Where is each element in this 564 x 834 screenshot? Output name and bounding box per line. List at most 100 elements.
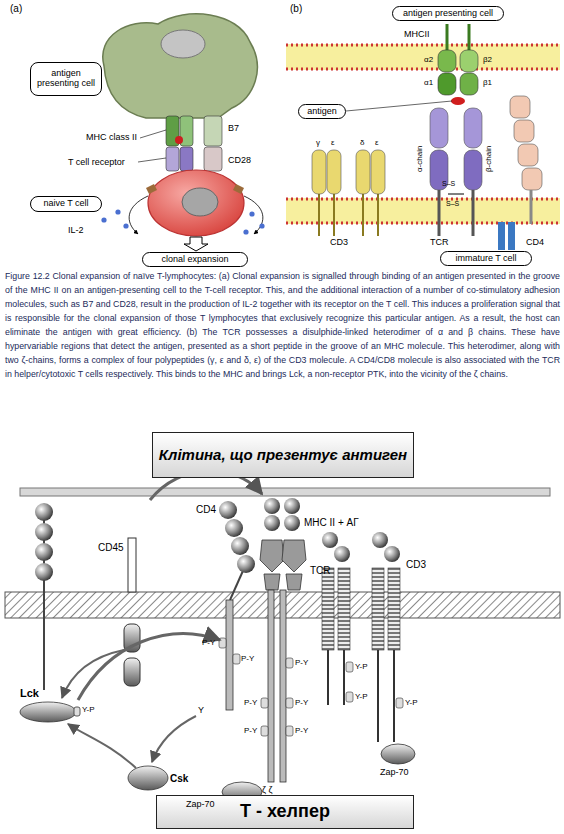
cd4-molecule: [508, 222, 515, 250]
cd3-complex: [312, 150, 385, 236]
part-label: CD28: [228, 156, 251, 165]
apc-cell: [103, 14, 258, 118]
cd3-complex: [371, 150, 385, 194]
phospho-label: Y-P: [82, 706, 95, 714]
il2-dots: [243, 229, 248, 234]
leader-line: [140, 130, 166, 138]
bead-chain: [264, 515, 280, 531]
mhc-ii-molecule: [468, 24, 471, 50]
signal-arrow: [62, 634, 220, 768]
t-cell: [182, 188, 218, 216]
apc-membrane: [20, 488, 550, 496]
cd3-rod: [322, 568, 400, 742]
phosphotyrosine-site: [346, 692, 353, 702]
domain-label: β2: [483, 56, 492, 64]
cd3-rod: [377, 650, 379, 742]
tcr-molecule: [166, 147, 179, 171]
tcr-heterodimer: [430, 108, 448, 148]
cd3-complex: [312, 150, 326, 194]
part-label: IL-2: [68, 226, 84, 235]
cell-banner: Клітина, що презентує антиген: [152, 432, 414, 478]
bead-chain: [35, 563, 53, 581]
chain-label: β-chain: [485, 146, 493, 172]
cd45-molecule: [124, 658, 140, 686]
phosphotyrosine-site: [261, 726, 268, 736]
cd45-molecule: [128, 538, 136, 592]
phosphotyrosine-site: [261, 698, 268, 708]
node-text: Клітина, що презентує антиген: [159, 447, 407, 464]
part-label: CD4: [196, 505, 216, 515]
bead-chain: [35, 543, 53, 561]
bead-chain: [322, 532, 338, 548]
cd28-molecule: [204, 147, 222, 171]
chain-label: ε: [375, 139, 379, 147]
bead-chain: [35, 498, 400, 690]
membrane-band: [286, 44, 560, 70]
domain-label: α1: [424, 79, 433, 87]
il2-dots: [101, 209, 264, 234]
phosphotyrosine-site: [233, 654, 240, 664]
part-label: Lck: [20, 688, 39, 699]
apc-membrane: [20, 488, 550, 496]
mhc-ii-molecule: [460, 73, 478, 95]
phospho-label: P-Y: [202, 639, 215, 647]
tcr-shape: [260, 540, 306, 590]
chain-label: γ: [316, 139, 320, 147]
bead-chain: [284, 515, 300, 531]
bead-chain: [372, 532, 388, 548]
bead-chain: [264, 498, 280, 514]
membrane-band: [286, 198, 560, 201]
il2-receptor: [146, 184, 157, 194]
cell-label-box: antigen presenting cell: [392, 6, 504, 21]
cd3-rod: [327, 650, 329, 705]
cd4-molecule: [514, 120, 534, 142]
signal-arrow: [78, 634, 220, 700]
leader-line: [138, 158, 166, 162]
apc-cell: [161, 30, 205, 58]
tcr-heterodimer: [448, 194, 464, 195]
membrane-band: [286, 44, 560, 47]
part-label: MHCII: [404, 30, 430, 39]
tcr-molecule: [166, 147, 193, 171]
cd3-complex: [333, 194, 335, 236]
kinase-blob: [74, 707, 80, 716]
part-label: T cell receptor: [68, 158, 125, 167]
chain-label: α-chain: [416, 146, 424, 172]
phosphotyrosine-site: [219, 638, 403, 736]
tcr-shape: [286, 574, 302, 590]
part-label: CD45: [98, 543, 124, 553]
figure-caption: Figure 12.2 Clonal expansion of naïve T-…: [5, 269, 560, 381]
kinase-blob: [20, 702, 76, 722]
tcr-heterodimer: [438, 190, 441, 236]
tcr-molecule: [180, 147, 193, 171]
t-cell: [148, 170, 244, 236]
bead-chain: [334, 546, 350, 562]
mhc-molecule: [175, 136, 183, 144]
tcr-shape: [260, 540, 284, 572]
kinase-blob: [128, 766, 168, 790]
mhc-ii-molecule: [451, 97, 465, 105]
part-label: Zap-70: [380, 768, 409, 777]
zeta-chain: [268, 590, 274, 782]
bond-label: S–S: [446, 200, 459, 207]
bead-chain: [219, 501, 237, 519]
cd28-molecule: [204, 147, 222, 171]
phospho-label: Y: [198, 706, 204, 715]
phosphotyrosine-site: [346, 662, 353, 672]
phosphotyrosine-site: [286, 726, 293, 736]
part-label: MHC II + АГ: [304, 518, 359, 528]
tcr-heterodimer: [472, 190, 475, 236]
node-text: antigen presenting cell: [34, 69, 98, 89]
part-label: Zap-70: [186, 800, 215, 809]
panel-letter: (a): [10, 4, 22, 14]
cell-label-box: naive T cell: [30, 196, 102, 212]
phospho-label: Y-P: [405, 699, 418, 707]
il2-arrows: [129, 196, 148, 234]
membrane-band: [286, 198, 560, 224]
phosphotyrosine-site: [396, 698, 403, 708]
cd3-complex: [377, 194, 379, 236]
kinase-blob: [20, 702, 415, 802]
membrane-band: [286, 222, 560, 225]
membrane-band: [286, 44, 560, 224]
